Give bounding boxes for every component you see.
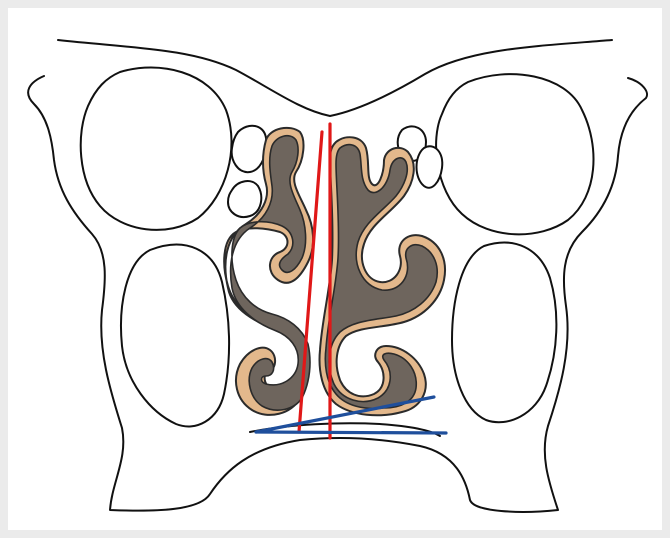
right-maxillary-sinus [452, 243, 556, 423]
deviated-septum-line [299, 132, 322, 432]
left-ethmoid-cell-upper [232, 126, 267, 172]
left-orbit [81, 68, 232, 230]
left-maxillary-sinus [121, 245, 229, 427]
palatal-horizontal-line [256, 432, 446, 433]
left-ethmoid-cell-lower [228, 181, 261, 217]
right-orbit [436, 74, 593, 234]
right-ethmoid-cell-lower [417, 146, 443, 188]
